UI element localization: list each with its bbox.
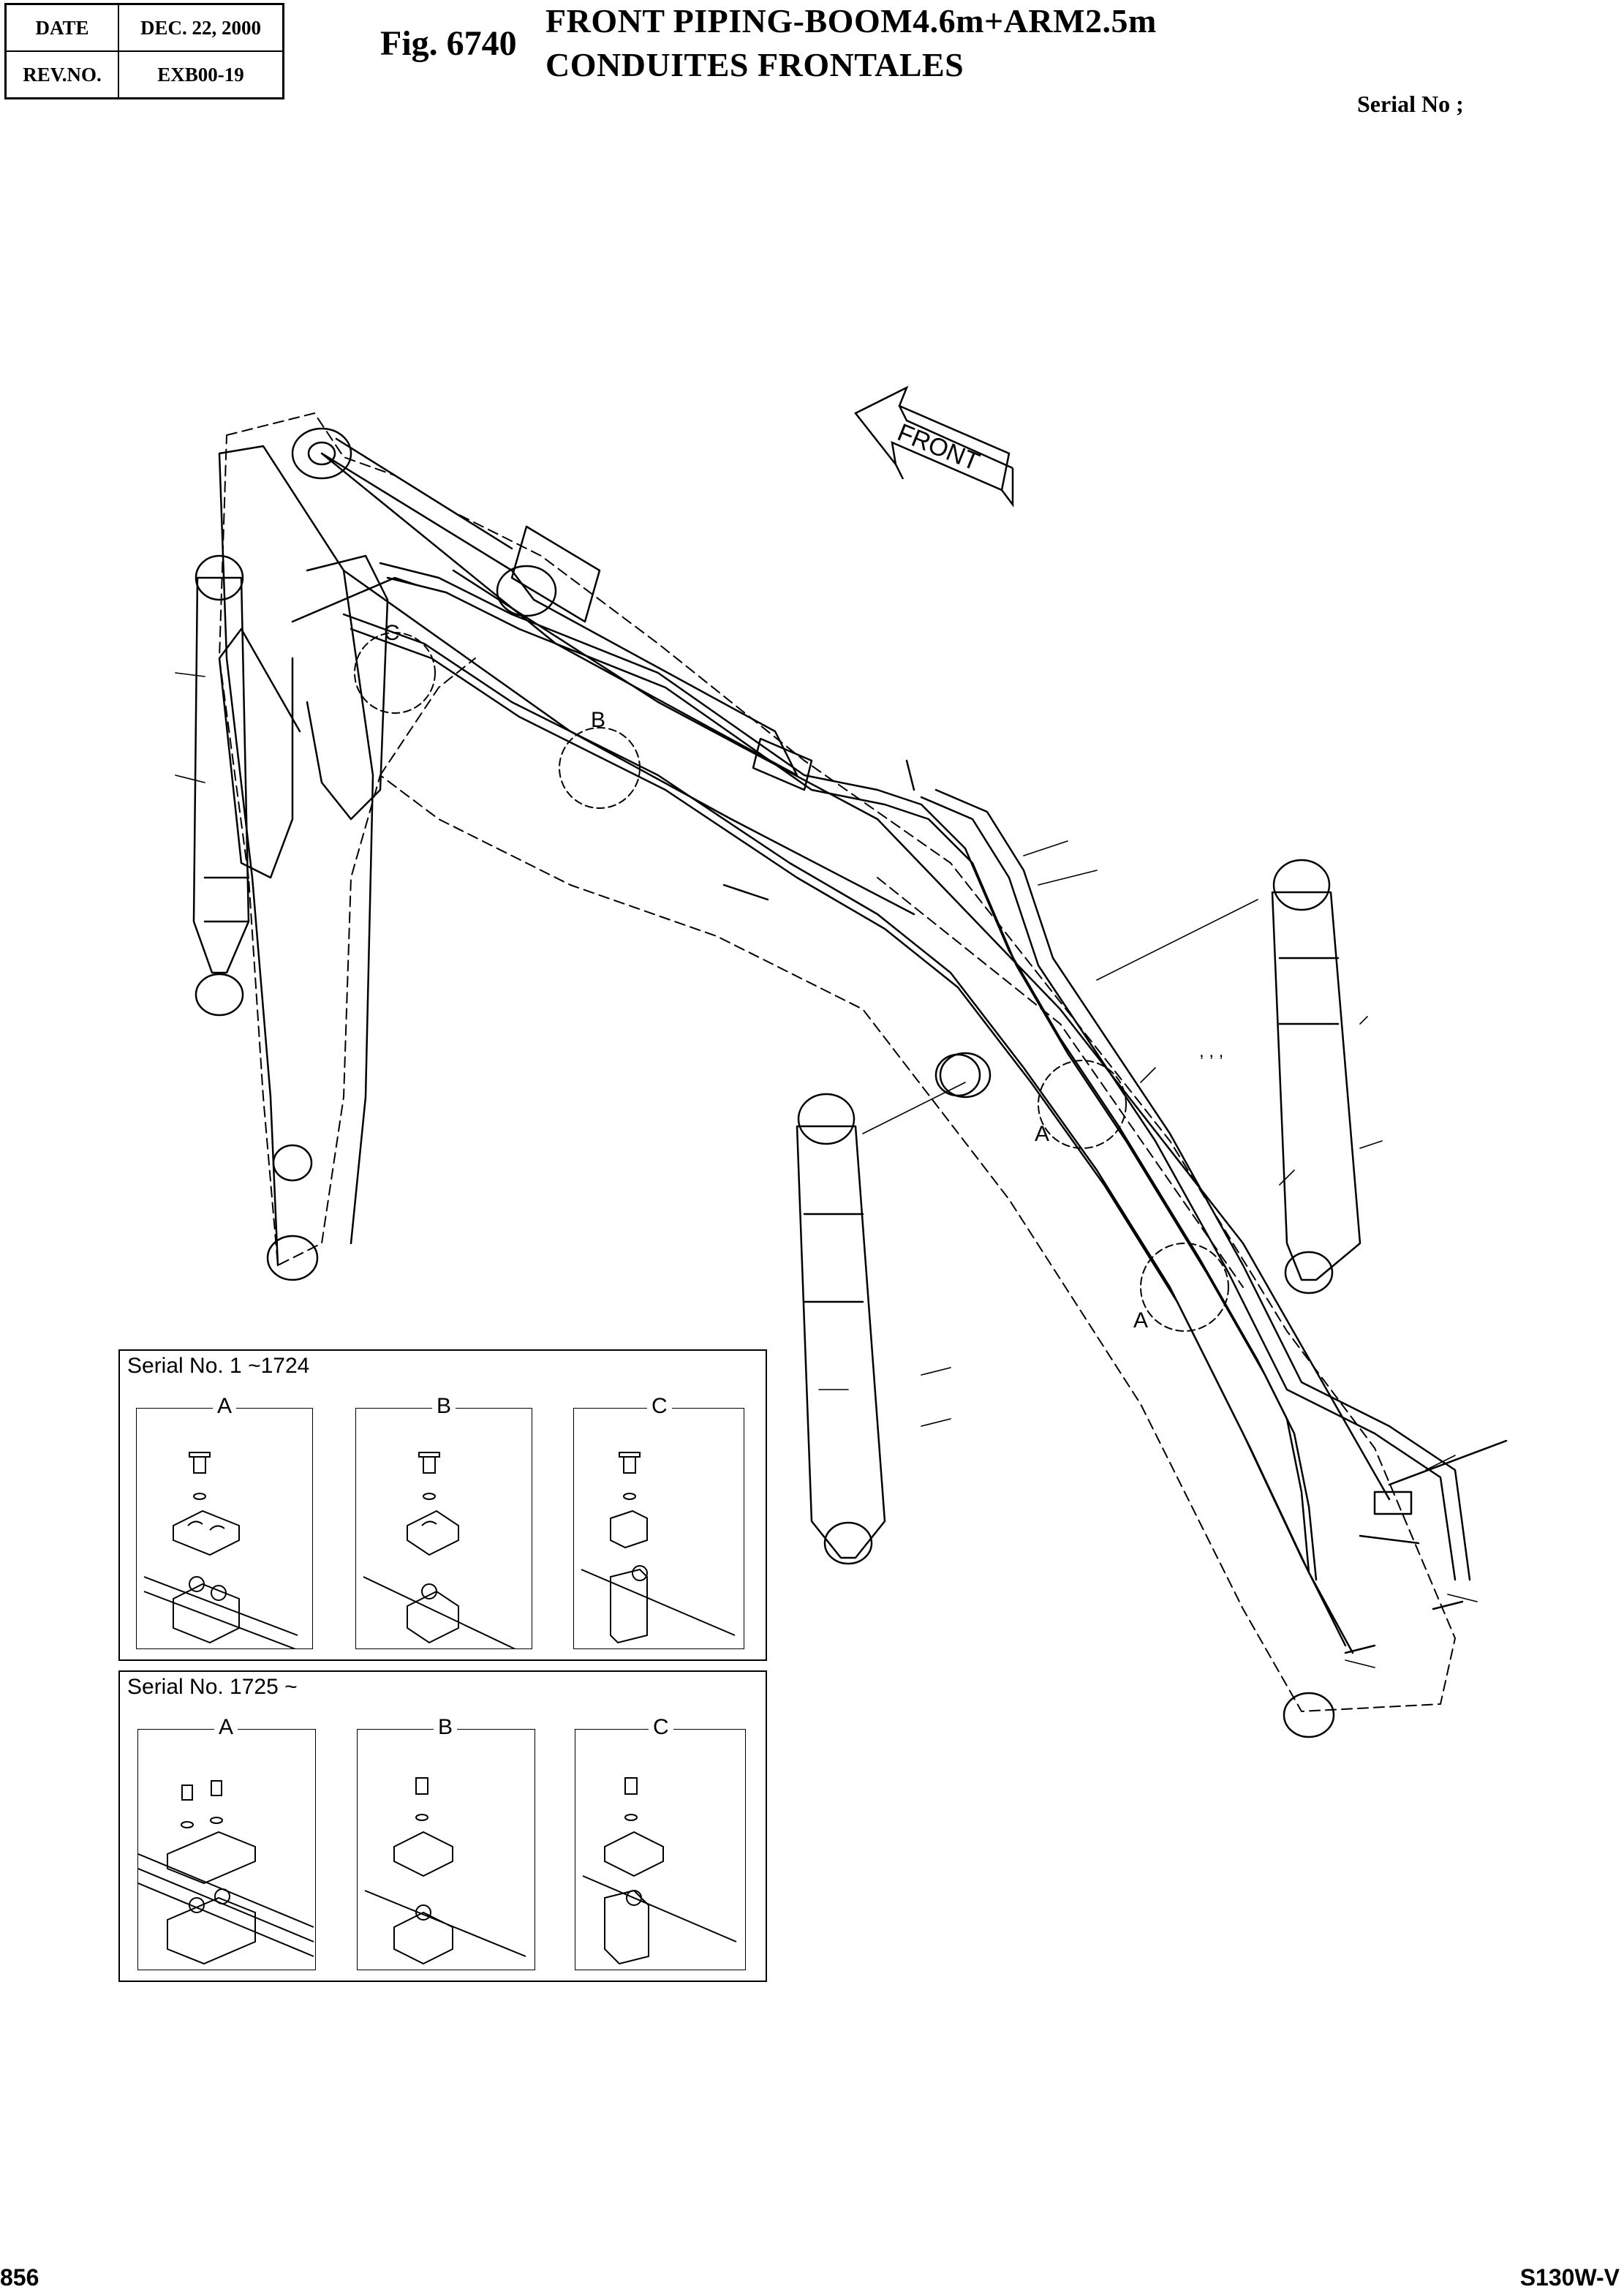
title-english: FRONT PIPING-BOOM4.6m+ARM2.5m [545, 2, 1157, 39]
panel-label: C [647, 1394, 672, 1419]
model-number: S130W-V [1519, 2264, 1620, 2291]
clamp-detail-a [137, 1780, 314, 1965]
detail-panel-c: C [575, 1715, 746, 1970]
comma-marks: , , , [1199, 1041, 1223, 1061]
front-arrow-label: FRONT [894, 418, 983, 476]
detail-panel-a: A [137, 1715, 316, 1970]
detail-box-title: Serial No. 1 ~1724 [127, 1354, 310, 1378]
title-french: CONDUITES FRONTALES [545, 46, 964, 83]
revision-table: DATE DEC. 22, 2000 REV.NO. EXB00-19 [4, 3, 284, 99]
front-direction-arrow [854, 385, 1014, 508]
date-label: DATE [4, 3, 119, 52]
rev-value: EXB00-19 [118, 50, 284, 99]
detail-box-serial-1725: Serial No. 1725 ~ A B C [118, 1670, 767, 1982]
page-number: 856 [0, 2264, 39, 2291]
detail-box-title: Serial No. 1725 ~ [127, 1675, 298, 1699]
clamp-detail-c [581, 1452, 736, 1644]
panel-label: A [213, 1394, 237, 1419]
detail-label-a-upper: A [1035, 1122, 1049, 1146]
panel-label: A [214, 1715, 238, 1740]
panel-label: B [432, 1394, 456, 1419]
panel-label: C [649, 1715, 673, 1740]
detail-label-c: C [384, 621, 400, 645]
clamp-detail-b [363, 1452, 518, 1651]
figure-number: Fig. 6740 [380, 24, 517, 63]
detail-panel-a: A [136, 1394, 313, 1651]
panel-label: B [434, 1715, 458, 1740]
serial-number-label: Serial No ; [1357, 91, 1464, 117]
clamp-detail-b [364, 1777, 526, 1965]
boom-phantom-outline [219, 412, 1456, 1712]
detail-label-b: B [591, 708, 605, 732]
date-value: DEC. 22, 2000 [118, 3, 284, 52]
rev-label: REV.NO. [4, 50, 119, 99]
detail-panel-b: B [357, 1715, 535, 1970]
detail-panel-b: B [355, 1394, 532, 1651]
clamp-detail-a [143, 1452, 298, 1651]
detail-label-a-lower: A [1133, 1308, 1148, 1333]
clamp-detail-c [582, 1777, 737, 1965]
detail-box-serial-1-1724: Serial No. 1 ~1724 A B C [118, 1349, 767, 1661]
detail-panel-c: C [573, 1394, 744, 1649]
